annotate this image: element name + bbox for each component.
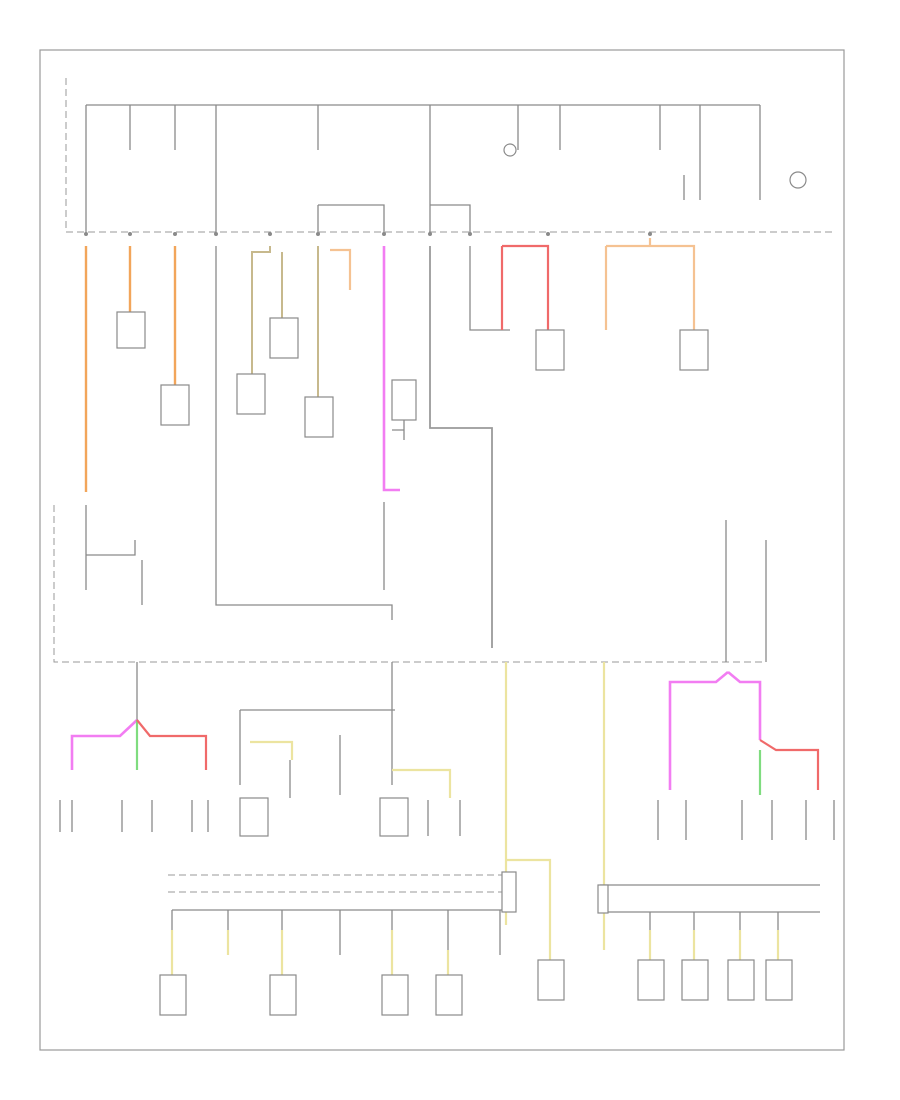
fuse-box: [65, 78, 832, 236]
lamp-symbols: [59, 800, 835, 840]
lower-circuits: [70, 662, 820, 975]
lower-components: [159, 797, 793, 1016]
fuse-terminals: [84, 232, 652, 236]
upper-circuits: [53, 238, 767, 663]
upper-components: [116, 311, 709, 438]
diagram-frame: [39, 49, 845, 1051]
